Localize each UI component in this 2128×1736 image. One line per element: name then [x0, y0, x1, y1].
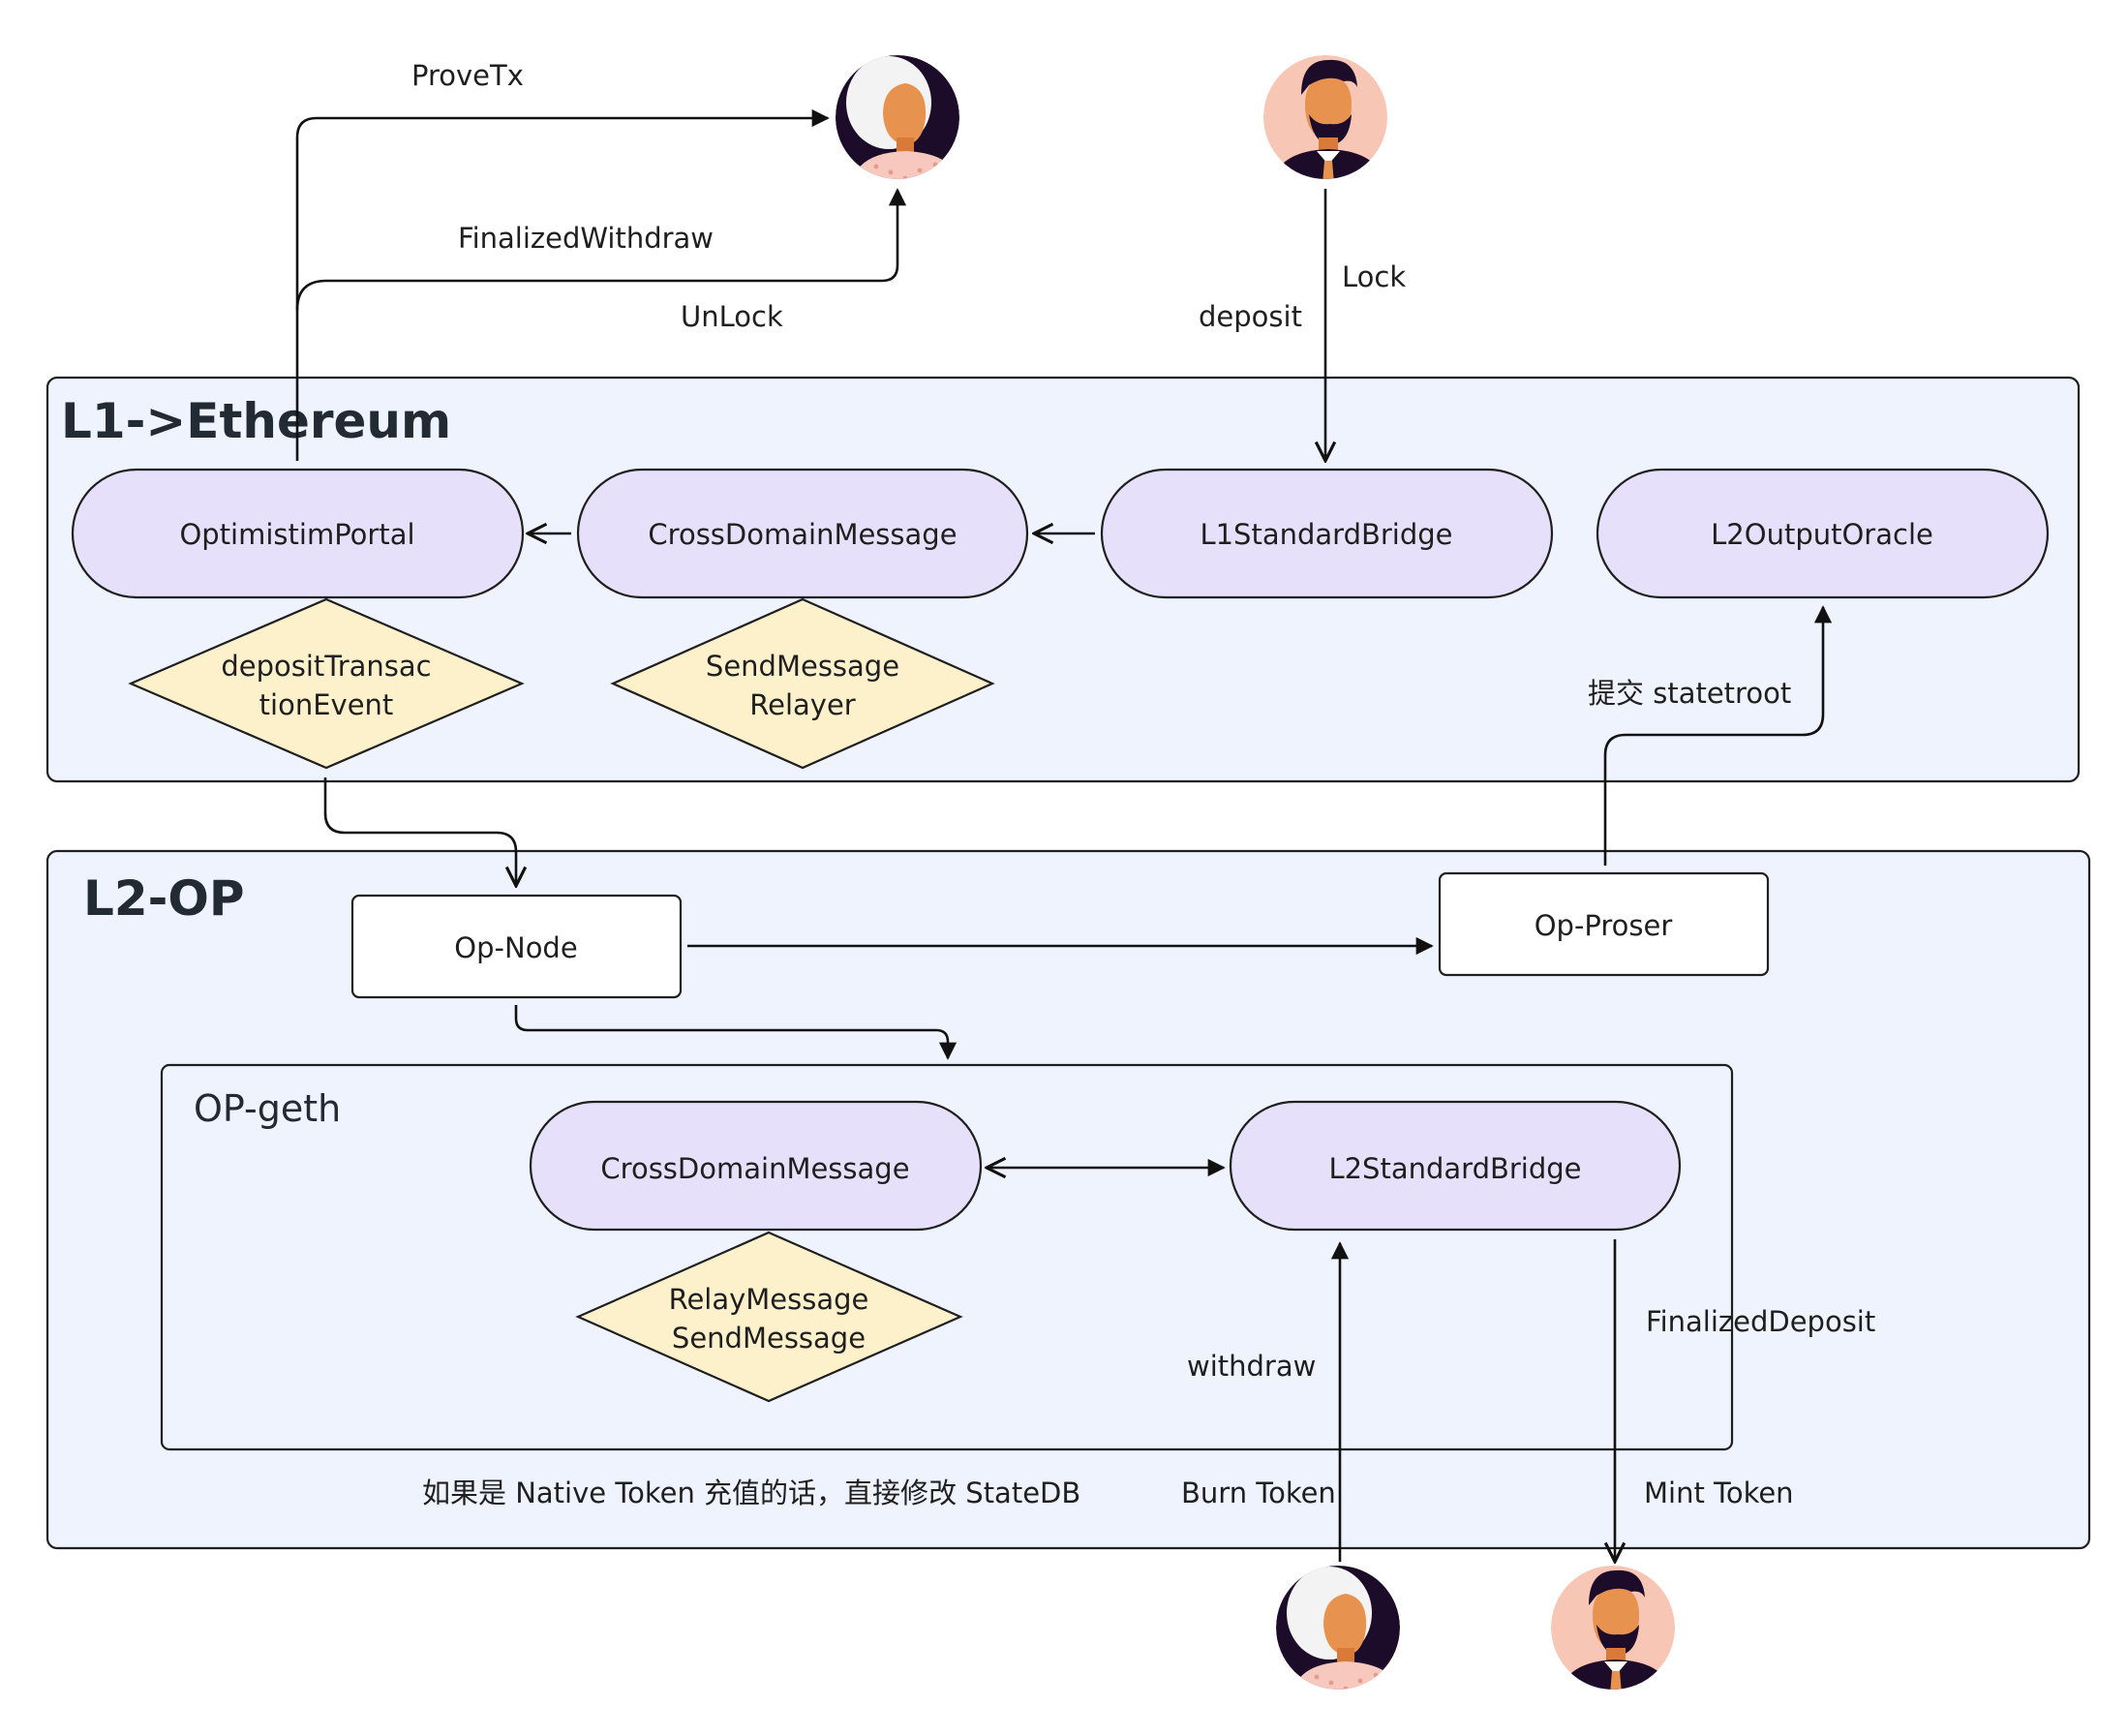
node-cross-domain-message-l1[interactable]: CrossDomainMessage	[576, 468, 1029, 599]
label-unlock: UnLock	[681, 300, 783, 333]
bearded-man-avatar-icon	[1263, 55, 1387, 179]
node-relay-send-message-line1: RelayMessage	[669, 1283, 869, 1316]
node-relay-send-message[interactable]: RelayMessage SendMessage	[575, 1231, 963, 1403]
label-mint-token: Mint Token	[1644, 1477, 1794, 1509]
node-cross-domain-message-l2[interactable]: CrossDomainMessage	[529, 1100, 983, 1232]
label-burn-token: Burn Token	[1181, 1477, 1336, 1509]
edge-proser-to-oracle	[1603, 605, 1833, 866]
node-optimism-portal[interactable]: OptimistimPortal	[71, 468, 525, 599]
label-lock: Lock	[1342, 260, 1406, 293]
node-op-proser[interactable]: Op-Proser	[1438, 871, 1770, 977]
edge-prove-tx	[295, 108, 830, 461]
node-op-proser-label: Op-Proser	[1535, 909, 1673, 942]
woman-avatar-icon-bottom	[1276, 1566, 1400, 1690]
label-finalized-withdraw: FinalizedWithdraw	[458, 222, 714, 255]
node-l2-standard-bridge-label: L2StandardBridge	[1328, 1152, 1581, 1185]
label-withdraw: withdraw	[1187, 1350, 1316, 1383]
l2-op-title: L2-OP	[83, 870, 245, 927]
node-deposit-transaction-event[interactable]: depositTransac tionEvent	[128, 597, 525, 770]
node-l1-standard-bridge[interactable]: L1StandardBridge	[1100, 468, 1554, 599]
label-finalized-deposit: FinalizedDeposit	[1646, 1305, 1875, 1338]
note-native-token: 如果是 Native Token 充值的话，直接修改 StateDB	[422, 1477, 1080, 1509]
node-send-message-relayer-line1: SendMessage	[706, 650, 899, 683]
node-l2-standard-bridge[interactable]: L2StandardBridge	[1229, 1100, 1682, 1232]
node-l2-output-oracle-label: L2OutputOracle	[1711, 518, 1933, 551]
node-deposit-transaction-event-line2: tionEvent	[259, 688, 394, 721]
l1-ethereum-title: L1->Ethereum	[61, 393, 451, 449]
label-prove-tx: ProveTx	[411, 59, 524, 92]
node-relay-send-message-line2: SendMessage	[672, 1322, 866, 1355]
node-op-node-label: Op-Node	[454, 931, 577, 964]
l1-ethereum-group	[46, 376, 2081, 783]
woman-avatar-icon	[836, 55, 959, 179]
label-submit-stateroot: 提交 statetroot	[1588, 677, 1791, 710]
node-op-node[interactable]: Op-Node	[350, 894, 683, 999]
bearded-man-avatar-icon-bottom	[1551, 1566, 1675, 1690]
node-optimism-portal-label: OptimistimPortal	[179, 518, 414, 551]
edge-opnode-to-geth	[514, 1005, 958, 1060]
node-cross-domain-message-l2-label: CrossDomainMessage	[600, 1152, 909, 1185]
label-deposit: deposit	[1199, 300, 1302, 333]
op-geth-title: OP-geth	[194, 1087, 341, 1130]
node-cross-domain-message-l1-label: CrossDomainMessage	[648, 518, 957, 551]
node-deposit-transaction-event-line1: depositTransac	[221, 650, 431, 683]
node-l1-standard-bridge-label: L1StandardBridge	[1200, 518, 1452, 551]
edge-event-to-opnode	[323, 777, 516, 886]
node-send-message-relayer-line2: Relayer	[749, 688, 856, 721]
edge-finalized-withdraw	[295, 188, 907, 311]
node-l2-output-oracle[interactable]: L2OutputOracle	[1596, 468, 2050, 599]
node-send-message-relayer[interactable]: SendMessage Relayer	[610, 597, 995, 770]
